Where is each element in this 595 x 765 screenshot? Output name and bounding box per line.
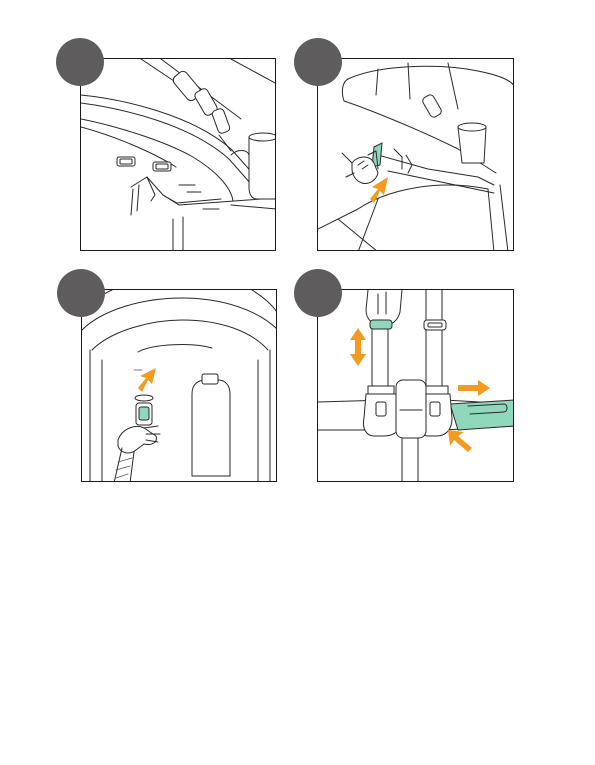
hand-icon [114,426,160,482]
step-2-badge [294,38,342,86]
slider-highlight [370,320,392,329]
buckle-slider-highlight [135,395,153,425]
buckle-icon [363,380,452,438]
step-3-badge [57,269,105,317]
step-4-badge [294,269,342,317]
arrow-up-down-icon [350,328,366,366]
arrow-up-right-icon [138,368,156,392]
canopy-frame-illustration [81,59,276,251]
handle-bar-icon [171,69,231,151]
side-pocket-icon [192,374,230,476]
strap-highlight [450,400,514,430]
step-4-panel [317,289,514,482]
step-1-badge [56,38,104,86]
cup-holder-icon [231,133,276,199]
cup-holder-icon [458,123,486,163]
harness-illustration [318,290,514,482]
step-1-panel [80,58,276,251]
arrow-up-left-icon [448,430,472,452]
step-3-panel [81,289,277,482]
seat-illustration [82,290,277,482]
stroller-underside-illustration [318,59,514,251]
arrow-right-icon [458,380,490,396]
step-2-panel [317,58,514,251]
